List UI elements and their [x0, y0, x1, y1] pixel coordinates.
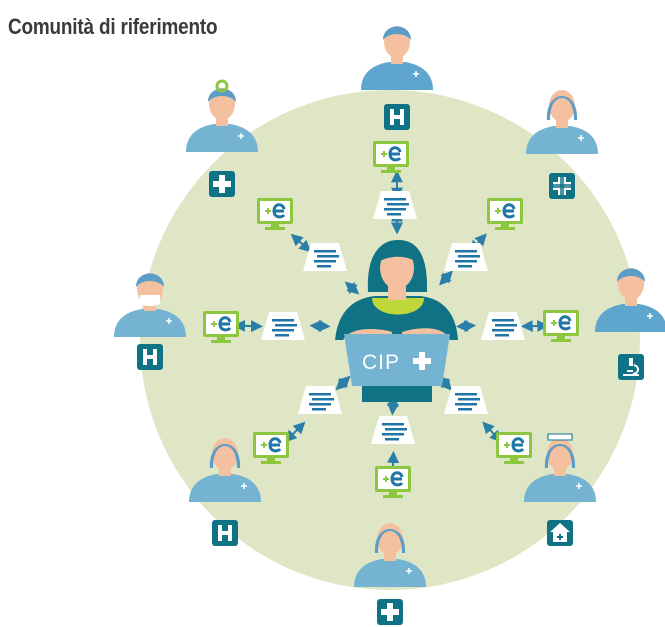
role-badge-icon: [137, 344, 163, 370]
document-icon: [373, 191, 417, 219]
health-record-monitor-icon: [496, 432, 532, 464]
document-icon: [481, 312, 525, 340]
data-exchange-arrows: [438, 375, 502, 443]
person-icon: [526, 90, 598, 154]
role-badge-icon: [547, 520, 573, 546]
role-badge-icon: [618, 354, 644, 380]
health-record-monitor-icon: [203, 311, 239, 343]
data-exchange-arrows: [284, 375, 351, 443]
person-icon: [354, 523, 426, 587]
role-badge-icon: [549, 173, 575, 199]
person-icon: [524, 433, 596, 502]
health-record-monitor-icon: [257, 198, 293, 230]
health-record-monitor-icon: [253, 432, 289, 464]
person-icon: [595, 268, 665, 332]
central-cip-figure: CIP: [335, 240, 458, 402]
health-record-monitor-icon: [375, 466, 411, 498]
person-icon: [114, 273, 186, 337]
role-badge-icon: [377, 599, 403, 625]
document-icon: [371, 416, 415, 444]
data-exchange-arrows: [290, 233, 360, 295]
role-badge-icon: [384, 104, 410, 130]
person-icon: [361, 26, 433, 90]
document-icon: [444, 243, 488, 271]
diagram-title: Comunità di riferimento: [8, 14, 218, 39]
documents-layer: [261, 191, 525, 444]
role-badge-icon: [212, 520, 238, 546]
document-icon: [444, 386, 488, 414]
cip-plus-icon: [413, 352, 431, 370]
person-icon: [186, 79, 258, 152]
monitors-layer: [203, 141, 579, 498]
health-record-monitor-icon: [543, 310, 579, 342]
cip-laptop: [344, 334, 450, 386]
cip-label: CIP: [362, 351, 400, 374]
health-record-monitor-icon: [373, 141, 409, 173]
role-badge-icon: [209, 171, 235, 197]
document-icon: [261, 312, 305, 340]
document-icon: [303, 243, 347, 271]
document-icon: [298, 386, 342, 414]
health-record-monitor-icon: [487, 198, 523, 230]
person-icon: [189, 438, 261, 502]
people-layer: [114, 26, 665, 625]
